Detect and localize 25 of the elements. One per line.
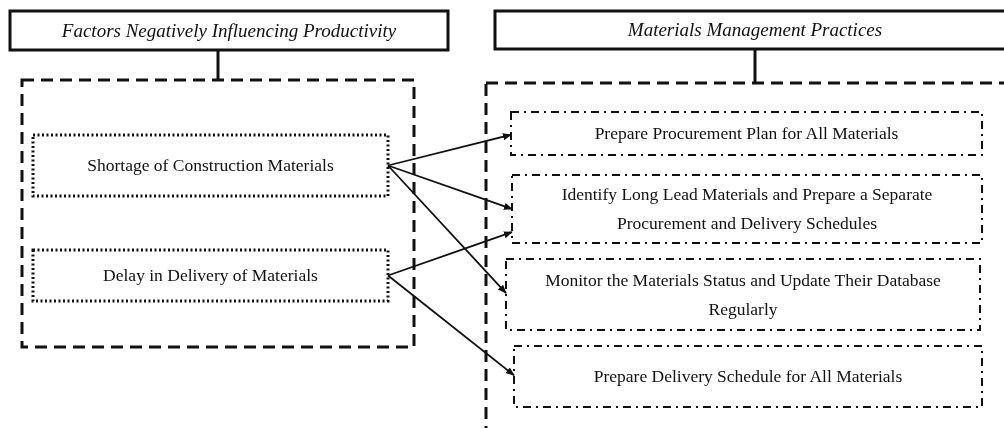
heading-box: [495, 11, 1004, 49]
arrow: [387, 164, 507, 294]
group-box: [486, 83, 1004, 428]
practice-box: [511, 112, 982, 155]
connector-line: [216, 50, 220, 80]
arrow: [387, 274, 515, 377]
practice-box: [506, 259, 980, 330]
box-text: Prepare Procurement Plan for All Materials: [594, 122, 899, 146]
heading-box: [10, 11, 448, 50]
heading-text: Factors Negatively Influencing Productivity: [61, 18, 397, 43]
box-text: Identify Long Lead Materials and Prepare a Separate Procurement and Delivery Schedules: [560, 183, 934, 235]
arrow: [387, 164, 513, 210]
factor-box: [33, 135, 388, 196]
box-text: Prepare Delivery Schedule for All Materials: [593, 365, 903, 389]
factor-box: [33, 250, 388, 301]
box-text: Delay in Delivery of Materials: [103, 264, 318, 288]
box-text: Monitor the Materials Status and Update Their Database Regularly: [544, 268, 942, 321]
heading-text: Materials Management Practices: [627, 18, 883, 43]
group-box: [22, 80, 414, 347]
connector-line: [753, 49, 757, 83]
practice-box: [514, 346, 982, 407]
box-text: Shortage of Construction Materials: [87, 154, 334, 178]
practice-box: [512, 175, 982, 243]
arrow: [387, 133, 512, 167]
arrow: [387, 231, 513, 277]
